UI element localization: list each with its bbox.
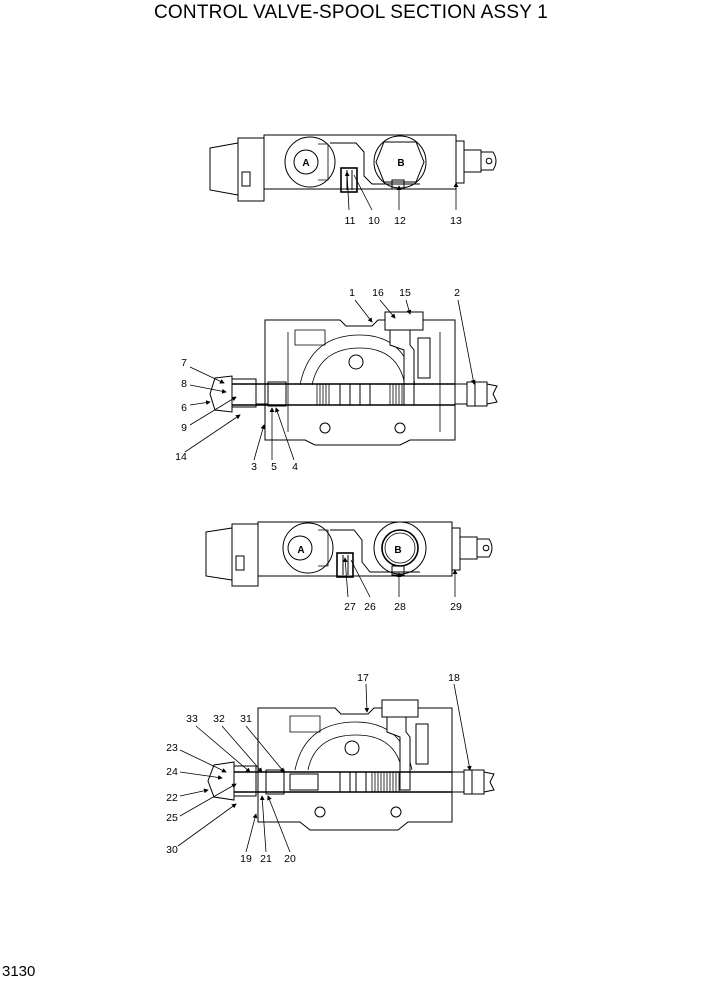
callout-8: 8 xyxy=(181,378,187,390)
callout-2: 2 xyxy=(454,287,460,299)
callout-29: 29 xyxy=(450,601,462,613)
callout-30: 30 xyxy=(166,844,178,856)
callout-20: 20 xyxy=(284,853,296,865)
callout-22: 22 xyxy=(166,792,178,804)
callout-26: 26 xyxy=(364,601,376,613)
port-b-label-2: B xyxy=(394,545,401,556)
callout-32: 32 xyxy=(213,713,225,725)
callout-4: 4 xyxy=(292,461,298,473)
callout-24: 24 xyxy=(166,766,178,778)
callout-10: 10 xyxy=(368,215,380,227)
page-number: 3130 xyxy=(2,963,36,980)
callout-25: 25 xyxy=(166,812,178,824)
port-a-label-2: A xyxy=(297,545,304,556)
port-b-label: B xyxy=(397,158,404,169)
callout-1: 1 xyxy=(349,287,355,299)
callout-16: 16 xyxy=(372,287,384,299)
port-a-label: A xyxy=(302,158,309,169)
callout-31: 31 xyxy=(240,713,252,725)
callout-9: 9 xyxy=(181,422,187,434)
callout-11: 11 xyxy=(345,215,356,227)
callout-23: 23 xyxy=(166,742,178,754)
callout-7: 7 xyxy=(181,357,187,369)
callout-18: 18 xyxy=(448,672,460,684)
callout-19: 19 xyxy=(240,853,252,865)
callout-13: 13 xyxy=(450,215,462,227)
callout-15: 15 xyxy=(399,287,411,299)
callout-21: 21 xyxy=(260,853,272,865)
view-4-section-view: 17 18 33 32 31 23 24 22 25 30 19 21 20 xyxy=(166,672,495,865)
callout-5: 5 xyxy=(271,461,277,473)
callout-27: 27 xyxy=(344,601,356,613)
page-title: CONTROL VALVE-SPOOL SECTION ASSY 1 xyxy=(154,2,548,23)
callout-3: 3 xyxy=(251,461,257,473)
callout-14: 14 xyxy=(175,451,187,463)
view-3-top-view: A B 27 26 28 29 xyxy=(205,521,493,613)
view-1-top-view: A B 11 10 12 13 xyxy=(209,134,497,227)
view-2-section-view: 1 16 15 2 7 8 6 9 14 3 5 4 xyxy=(175,287,498,473)
callout-33: 33 xyxy=(186,713,198,725)
callout-12: 12 xyxy=(394,215,406,227)
callout-28: 28 xyxy=(394,601,406,613)
callout-6: 6 xyxy=(181,402,187,414)
callout-17: 17 xyxy=(357,672,369,684)
